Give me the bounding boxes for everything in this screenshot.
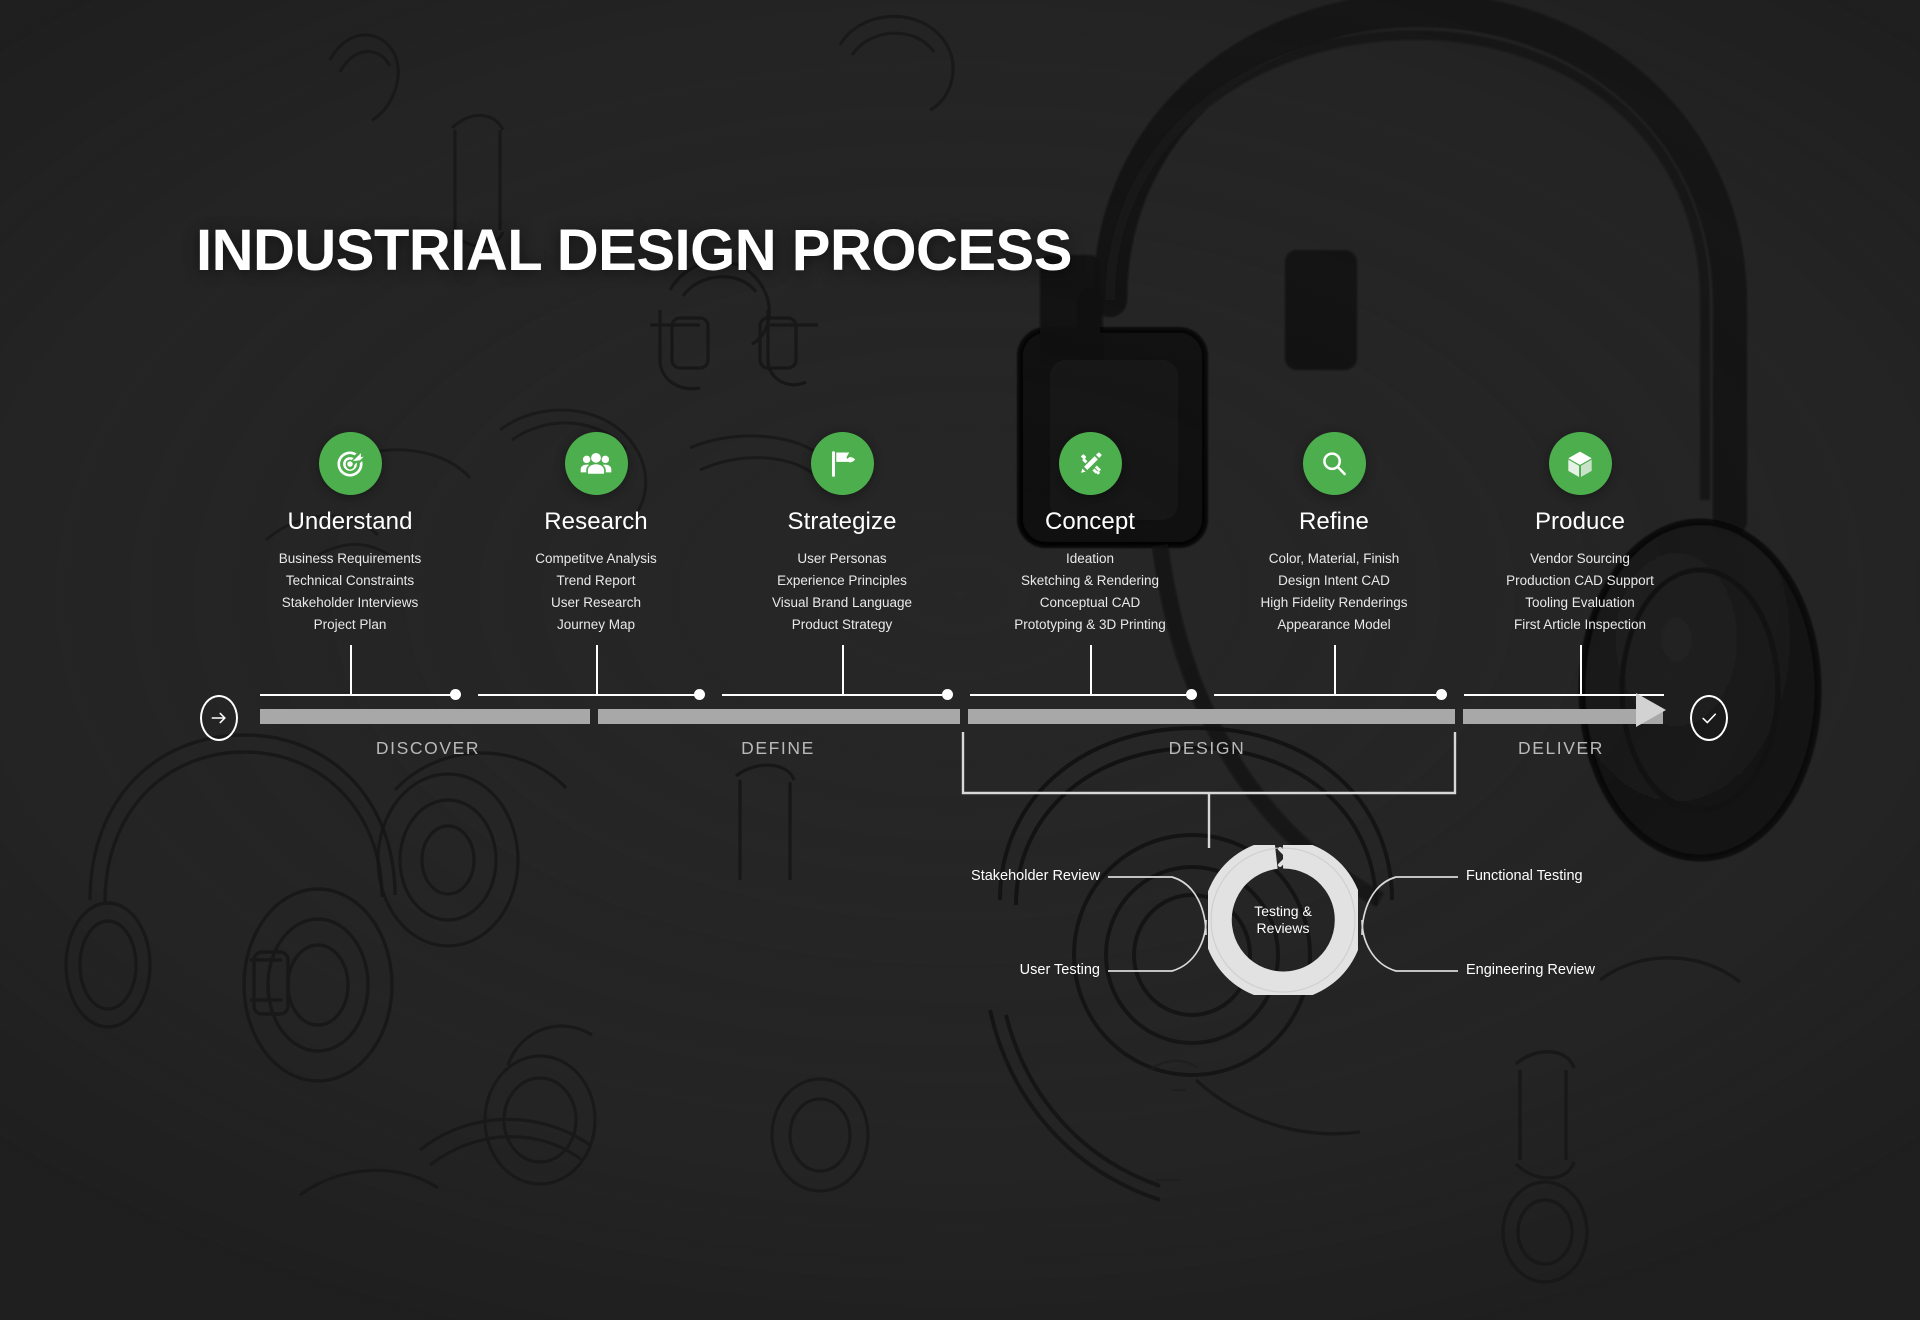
target-icon xyxy=(318,432,382,495)
stage-item: Color, Material, Finish xyxy=(1268,551,1400,566)
arrow-right-icon xyxy=(211,712,226,724)
timeline-dot xyxy=(450,689,461,700)
stage-items: Vendor Sourcing Production CAD Support T… xyxy=(1465,548,1695,636)
donut-label-user-testing: User Testing xyxy=(1019,962,1100,978)
donut-ring xyxy=(1202,839,1364,1001)
check-icon xyxy=(1702,713,1717,724)
stage-item: Sketching & Rendering xyxy=(1020,573,1160,588)
stage-title: Research xyxy=(544,508,648,535)
stage-item: Stakeholder Interviews xyxy=(281,595,419,610)
stage-understand[interactable]: Understand Business Requirements Technic… xyxy=(235,432,465,636)
stage-item: Technical Constraints xyxy=(285,573,415,588)
stage-items: Color, Material, Finish Design Intent CA… xyxy=(1219,548,1449,636)
stage-items: User Personas Experience Principles Visu… xyxy=(727,548,957,636)
timeline-dot xyxy=(942,689,953,700)
users-group-icon xyxy=(564,432,628,495)
stage-items: Competitve Analysis Trend Report User Re… xyxy=(481,548,711,636)
stage-stem xyxy=(596,645,598,695)
phase-label-deliver: DELIVER xyxy=(1517,738,1605,758)
timeline-start-marker[interactable] xyxy=(200,695,238,741)
donut-label-stakeholder-review: Stakeholder Review xyxy=(971,868,1100,884)
stage-title: Strategize xyxy=(787,508,897,535)
timeline-arrowhead xyxy=(1636,693,1666,727)
stage-item: Design Intent CAD xyxy=(1278,573,1390,588)
timeline-line xyxy=(1464,694,1664,696)
stage-items: Ideation Sketching & Rendering Conceptua… xyxy=(975,548,1205,636)
stage-title: Refine xyxy=(1299,508,1369,535)
phase-bar-define xyxy=(598,709,960,724)
stage-stem xyxy=(1090,645,1092,695)
stage-title: Produce xyxy=(1534,508,1626,535)
phase-bar-discover xyxy=(260,709,590,724)
timeline-dot xyxy=(694,689,705,700)
stage-item: Production CAD Support xyxy=(1506,573,1654,588)
stage-title: Concept xyxy=(1044,508,1136,535)
stage-refine[interactable]: Refine Color, Material, Finish Design In… xyxy=(1219,432,1449,636)
flag-icon xyxy=(810,432,874,495)
phase-label-discover: DISCOVER xyxy=(375,738,481,758)
cube-box-icon xyxy=(1548,432,1612,495)
stage-stem xyxy=(350,645,352,695)
donut-center-line2: Reviews xyxy=(1256,920,1310,936)
donut-center-label: Testing & Reviews xyxy=(1208,845,1358,995)
timeline-line xyxy=(1214,694,1436,696)
stage-stem xyxy=(842,645,844,695)
stage-research[interactable]: Research Competitve Analysis Trend Repor… xyxy=(481,432,711,636)
stage-item: User Personas xyxy=(797,551,887,566)
stage-item: Ideation xyxy=(1065,551,1115,566)
donut-label-engineering-review: Engineering Review xyxy=(1466,962,1595,978)
stage-item: User Research xyxy=(550,595,642,610)
timeline-end-marker[interactable] xyxy=(1690,695,1728,741)
timeline-dot xyxy=(1186,689,1197,700)
testing-reviews-cycle[interactable]: Testing & Reviews xyxy=(1202,839,1364,1025)
stage-produce[interactable]: Produce Vendor Sourcing Production CAD S… xyxy=(1465,432,1695,636)
stage-title: Understand xyxy=(287,508,413,535)
phase-label-define: DEFINE xyxy=(741,738,815,758)
phase-label-design: DESIGN xyxy=(1168,738,1246,758)
stage-item: Conceptual CAD xyxy=(1039,595,1141,610)
stage-item: First Article Inspection xyxy=(1513,617,1647,632)
stage-item: Vendor Sourcing xyxy=(1530,551,1630,566)
phase-bar-deliver xyxy=(1463,709,1663,724)
pencil-ruler-icon xyxy=(1058,432,1122,495)
stage-item: Appearance Model xyxy=(1277,617,1391,632)
stage-item: Product Strategy xyxy=(791,617,893,632)
stage-item: Prototyping & 3D Printing xyxy=(1014,617,1166,632)
stage-stem xyxy=(1334,645,1336,695)
timeline-line xyxy=(260,694,455,696)
stage-item: Tooling Evaluation xyxy=(1525,595,1635,610)
timeline-dot xyxy=(1436,689,1447,700)
stage-item: Visual Brand Language xyxy=(771,595,913,610)
stage-item: Experience Principles xyxy=(777,573,907,588)
donut-center-line1: Testing & xyxy=(1254,903,1312,919)
timeline-line xyxy=(722,694,942,696)
donut-label-functional-testing: Functional Testing xyxy=(1466,868,1583,884)
stage-item: Project Plan xyxy=(313,617,387,632)
phase-bar-design xyxy=(968,709,1455,724)
stage-concept[interactable]: Concept Ideation Sketching & Rendering C… xyxy=(975,432,1205,636)
stage-item: High Fidelity Renderings xyxy=(1260,595,1408,610)
stage-stem xyxy=(1580,645,1582,695)
stage-strategize[interactable]: Strategize User Personas Experience Prin… xyxy=(727,432,957,636)
stage-item: Business Requirements xyxy=(278,551,422,566)
stage-items: Business Requirements Technical Constrai… xyxy=(235,548,465,636)
timeline-line xyxy=(970,694,1186,696)
timeline-line xyxy=(478,694,696,696)
stage-item: Journey Map xyxy=(556,617,636,632)
stage-item: Competitve Analysis xyxy=(535,551,657,566)
page-title: INDUSTRIAL DESIGN PROCESS xyxy=(196,218,1072,283)
stage-item: Trend Report xyxy=(556,573,636,588)
magnifier-icon xyxy=(1302,432,1366,495)
